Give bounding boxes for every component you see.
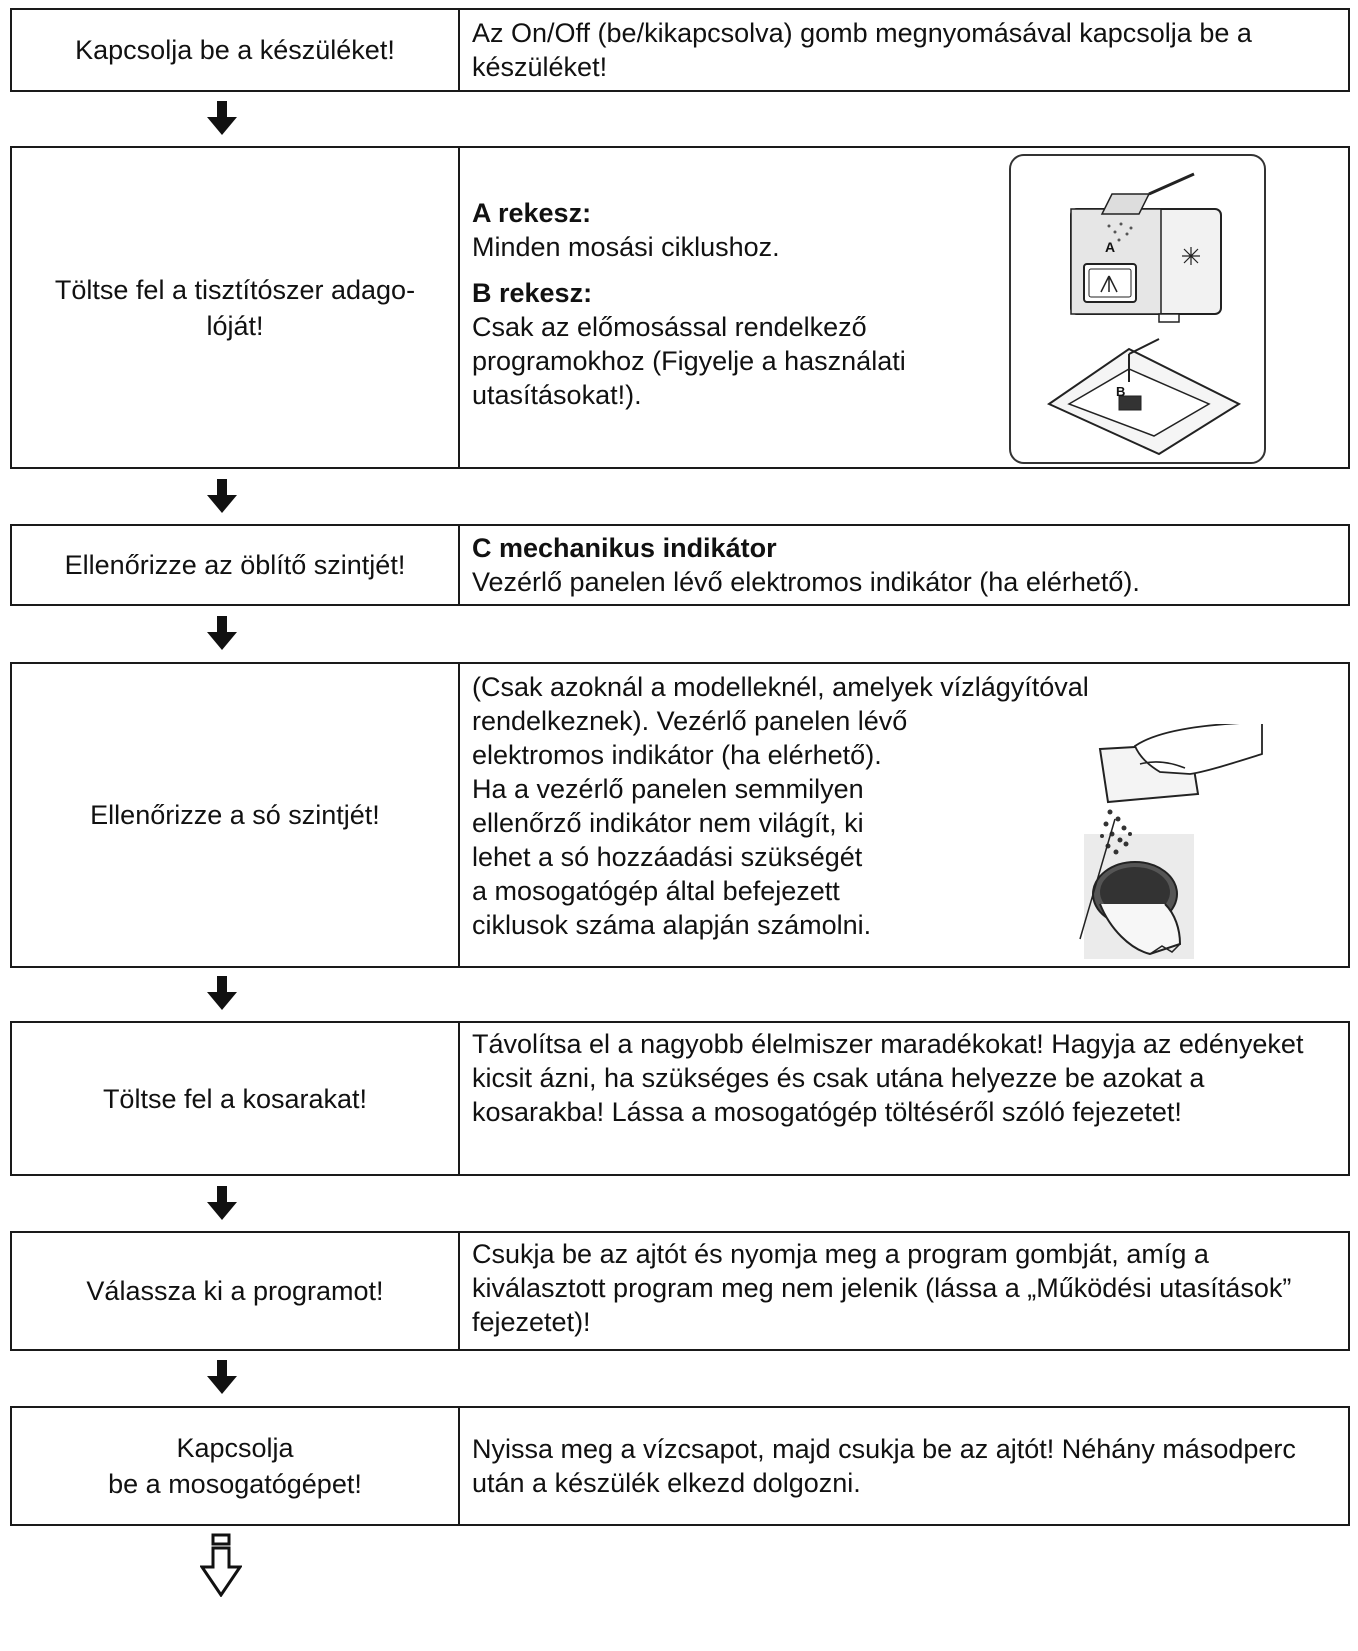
down-arrow-icon [207, 479, 237, 513]
step-5-row: Töltse fel a kosarakat! Távolítsa el a n… [10, 1021, 1350, 1176]
down-arrow-icon [207, 1186, 237, 1220]
compartment-b-line: utasításokat!). [472, 380, 642, 410]
outline-down-arrow-icon [200, 1533, 242, 1597]
step-4-row: Ellenőrizze a só szintjét! (Csak azoknál… [10, 662, 1350, 968]
step-5-description: Távolítsa el a nagyobb élelmiszer maradé… [472, 1029, 1304, 1127]
illustration-label-b: B [1116, 384, 1125, 399]
compartment-a-text: Minden mosási ciklushoz. [472, 232, 780, 262]
step-6-title: Válassza ki a programot! [12, 1233, 460, 1349]
step-7-row: Kapcsolja be a mosogatógépet! Nyissa meg… [10, 1406, 1350, 1526]
step-4-title: Ellenőrizze a só szintjét! [12, 664, 460, 966]
down-arrow-icon [207, 1360, 237, 1394]
step-2-row: Töltse fel a tisztítószer adago- lóját! … [10, 146, 1350, 469]
salt-text-line: a mosogatógép által befejezett [472, 876, 840, 906]
salt-text-line: Ha a vezérlő panelen semmilyen [472, 774, 864, 804]
salt-pouring-illustration [1079, 724, 1263, 959]
step-2-title-line-2: lóját! [206, 310, 264, 341]
step-6-description: Csukja be az ajtót és nyomja meg a progr… [472, 1239, 1292, 1337]
rinse-aid-indicator-text: Vezérlő panelen lévő elektromos indikáto… [472, 566, 1140, 597]
down-arrow-icon [207, 976, 237, 1010]
step-7-description: Nyissa meg a vízcsapot, majd csukja be a… [472, 1433, 1296, 1498]
step-2-title-line-1: Töltse fel a tisztítószer adago- [54, 274, 416, 305]
step-7-title: Kapcsolja be a mosogatógépet! [12, 1408, 460, 1524]
step-7-title-line-1: Kapcsolja [176, 1433, 294, 1463]
step-6-row: Válassza ki a programot! Csukja be az aj… [10, 1231, 1350, 1351]
rinse-aid-indicator-heading: C mechanikus indikátor [472, 532, 777, 563]
step-3-title: Ellenőrizze az öblítő szintjét! [12, 526, 460, 604]
salt-text-line: ciklusok száma alapján számolni. [472, 910, 872, 940]
step-5-title: Töltse fel a kosarakat! [12, 1023, 460, 1174]
step-2-title: Töltse fel a tisztítószer adago- lóját! [12, 148, 460, 467]
step-1-row: Kapcsolja be a készüléket! Az On/Off (be… [10, 8, 1350, 92]
step-3-row: Ellenőrizze az öblítő szintjét! C mechan… [10, 524, 1350, 606]
salt-text-line: lehet a só hozzáadási szükségét [472, 842, 863, 872]
step-1-title: Kapcsolja be a készüléket! [12, 10, 460, 90]
salt-text-line: (Csak azoknál a modelleknél, amelyek víz… [472, 672, 1089, 702]
down-arrow-icon [207, 101, 237, 135]
compartment-a-heading: A rekesz: [472, 198, 592, 228]
compartment-b-line: Csak az előmosással rendelkező [472, 312, 867, 342]
down-arrow-icon [207, 616, 237, 650]
compartment-b-heading: B rekesz: [472, 278, 593, 308]
detergent-dispenser-illustration: A B [1009, 154, 1266, 464]
salt-text-line: elektromos indikátor (ha elérhető). [472, 740, 882, 770]
salt-text-line: ellenőrző indikátor nem világít, ki [472, 808, 864, 838]
step-1-description: Az On/Off (be/kikapcsolva) gomb megnyomá… [472, 17, 1252, 82]
step-4-description: (Csak azoknál a modelleknél, amelyek víz… [460, 664, 1348, 966]
step-3-description: C mechanikus indikátor Vezérlő panelen l… [460, 526, 1348, 604]
step-2-description: A rekesz: Minden mosási ciklushoz. B rek… [460, 148, 1348, 467]
salt-text-line: rendelkeznek). Vezérlő panelen lévő [472, 706, 908, 736]
illustration-label-a: A [1105, 239, 1115, 255]
step-7-title-line-2: be a mosogatógépet! [108, 1469, 362, 1499]
compartment-b-line: programokhoz (Figyelje a használati [472, 346, 906, 376]
